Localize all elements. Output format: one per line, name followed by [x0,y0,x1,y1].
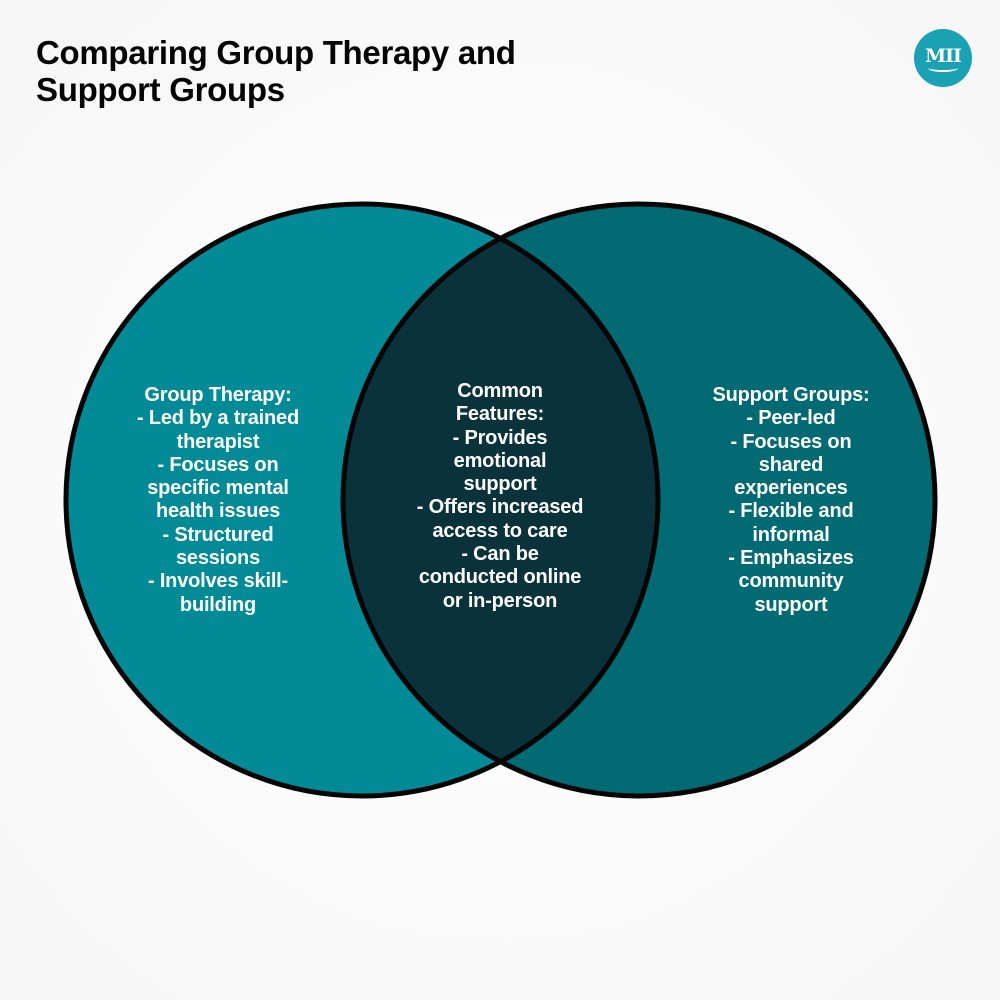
title-line-2: Support Groups [36,71,285,108]
venn-intersection-common-features [343,204,658,796]
title-line-1: Comparing Group Therapy and [36,34,516,71]
group-therapy-label: Group Therapy: - Led by a trained therap… [137,384,299,616]
venn-outline-support-groups [340,201,938,799]
common-features-label: Common Features: - Provides emotional su… [416,380,584,612]
logo-smile-icon [928,64,958,72]
brand-logo-icon: MII [914,29,972,87]
venn-outline-group-therapy [63,201,661,799]
support-groups-label: Support Groups: - Peer-led - Focuses on … [712,384,870,616]
page-title: Comparing Group Therapy and Support Grou… [36,34,516,108]
logo-text: MII [925,44,962,67]
